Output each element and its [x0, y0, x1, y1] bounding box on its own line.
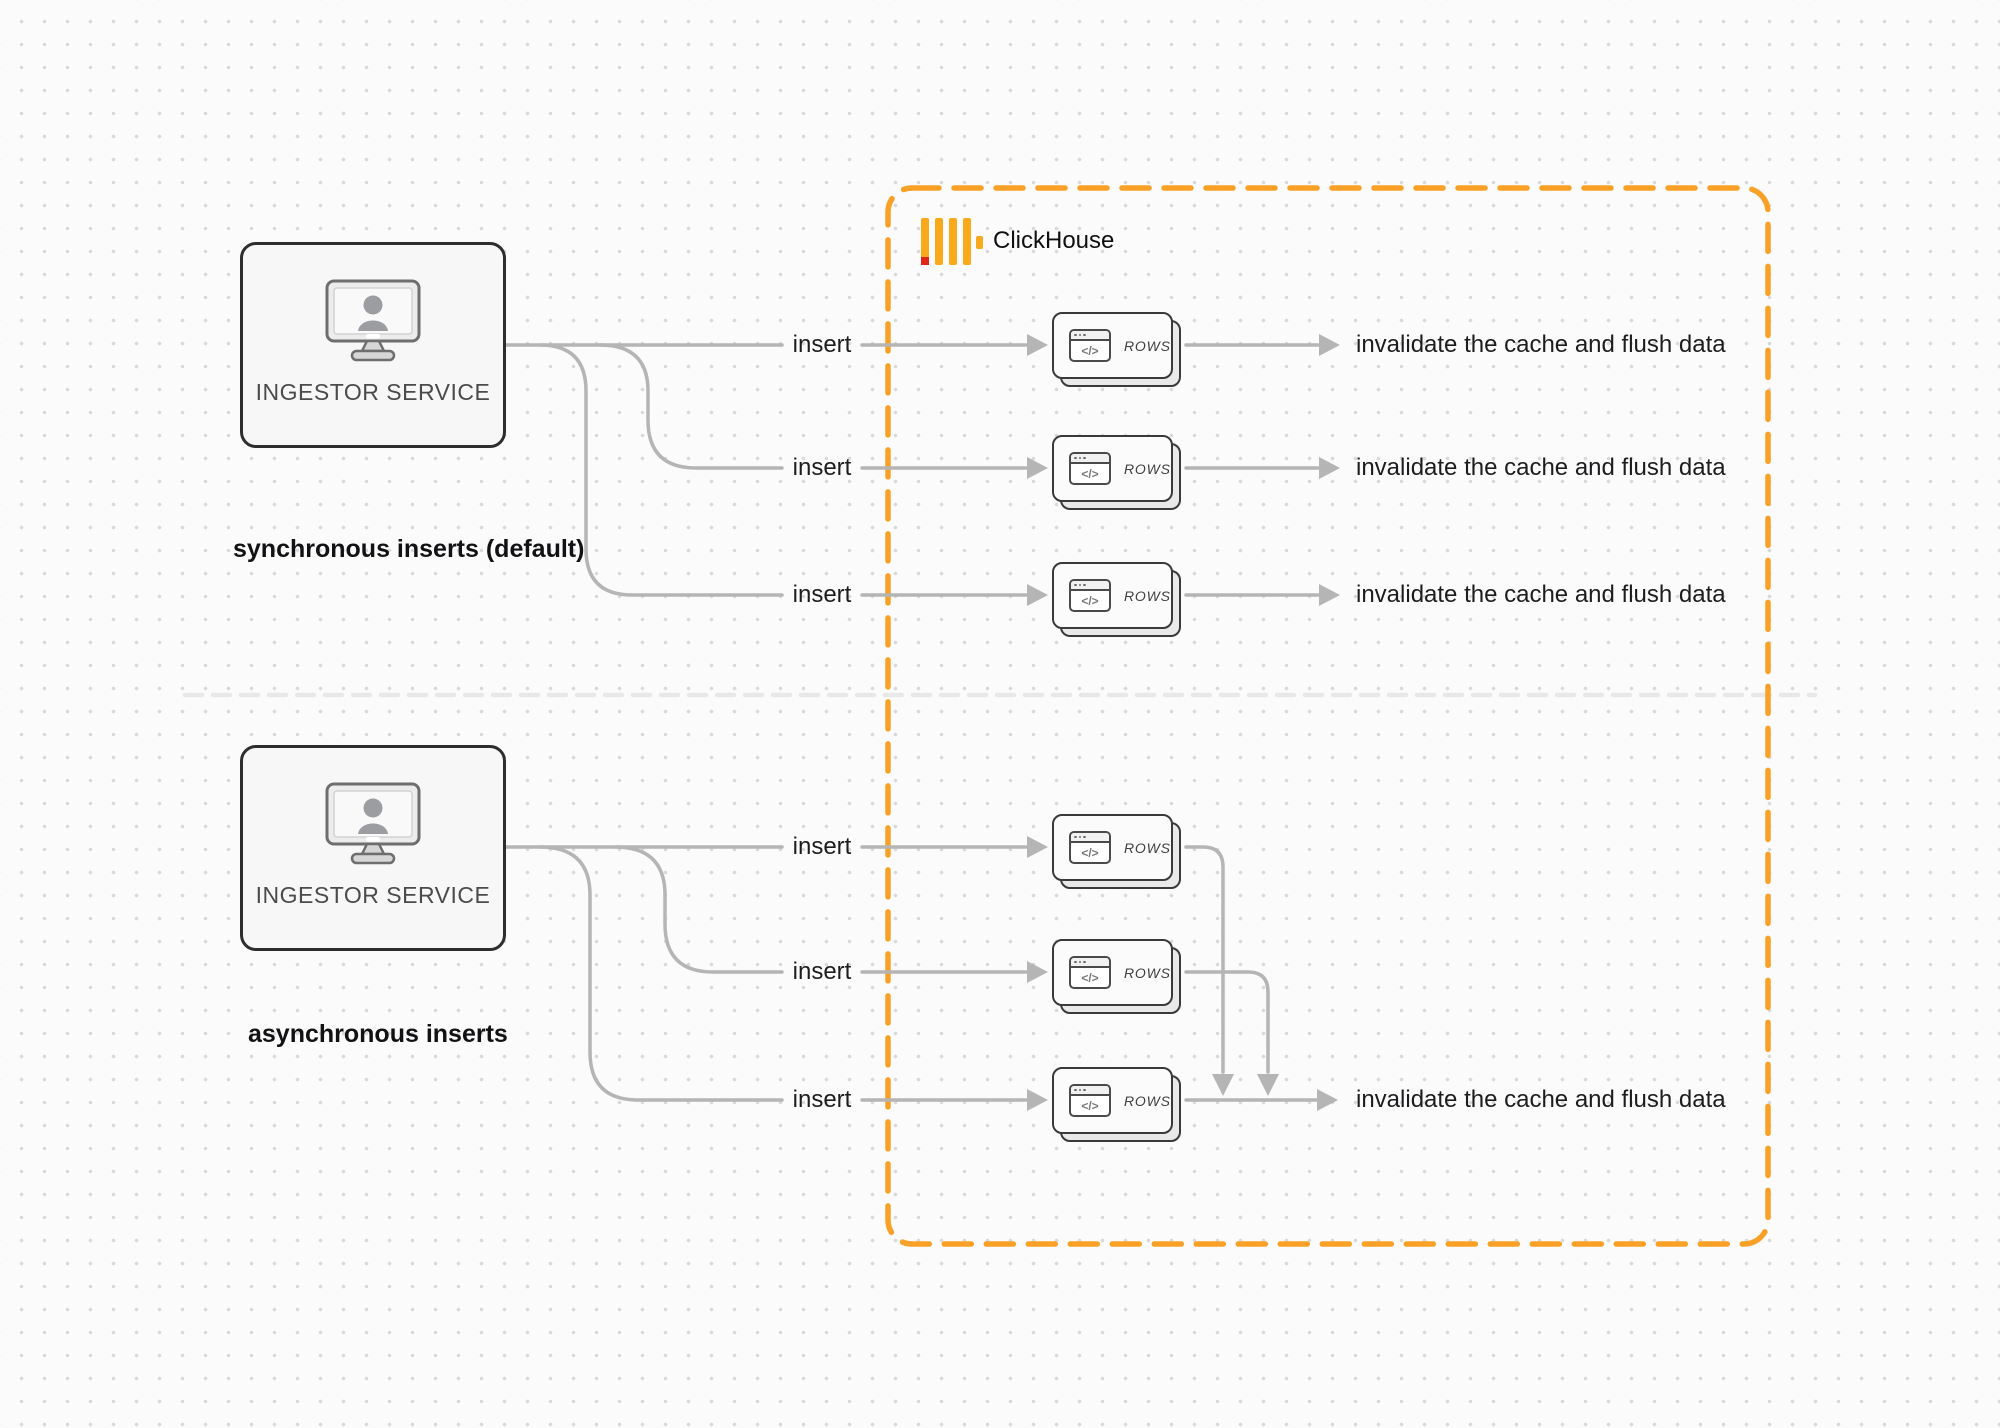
rows-card[interactable]: </> ROWS	[1052, 435, 1181, 510]
rows-card[interactable]: </> ROWS	[1052, 814, 1181, 889]
wire-async-merge-from-row1	[1184, 845, 1225, 1074]
ingestor-service-node-async[interactable]: INGESTOR SERVICE	[240, 745, 506, 951]
rows-card[interactable]: </> ROWS	[1052, 1067, 1181, 1142]
wire-async-branch-row3	[538, 845, 784, 1102]
rows-card[interactable]: </> ROWS	[1052, 312, 1181, 387]
rows-label: ROWS	[1124, 587, 1171, 604]
rows-label: ROWS	[1124, 964, 1171, 981]
code-window-icon: </>	[1069, 1084, 1111, 1117]
rows-card[interactable]: </> ROWS	[1052, 939, 1181, 1014]
code-window-icon: </>	[1069, 956, 1111, 989]
insert-label: insert	[792, 581, 852, 608]
clickhouse-logo-icon	[921, 218, 983, 265]
wire-sync-branch-row3	[538, 343, 784, 597]
arrowheads	[1027, 334, 1340, 1111]
invalidate-label: invalidate the cache and flush data	[1356, 331, 1726, 358]
insert-label: insert	[792, 454, 852, 481]
code-window-icon: </>	[1069, 831, 1111, 864]
invalidate-label: invalidate the cache and flush data	[1356, 454, 1726, 481]
clickhouse-container-box[interactable]	[885, 185, 1771, 1247]
wire-async-branch-row2	[613, 845, 784, 974]
wire-async-merge-from-row2	[1184, 970, 1270, 1074]
code-window-icon: </>	[1069, 452, 1111, 485]
rows-label: ROWS	[1124, 1092, 1171, 1109]
clickhouse-logo-red-accent	[921, 257, 929, 265]
monitor-user-icon	[325, 279, 421, 362]
ingestor-service-label: INGESTOR SERVICE	[255, 882, 491, 908]
ingestor-service-label: INGESTOR SERVICE	[255, 379, 491, 405]
insert-label: insert	[792, 1086, 852, 1113]
rows-label: ROWS	[1124, 337, 1171, 354]
monitor-user-icon	[325, 782, 421, 865]
insert-label: insert	[792, 331, 852, 358]
invalidate-label: invalidate the cache and flush data	[1356, 581, 1726, 608]
rows-label: ROWS	[1124, 460, 1171, 477]
sync-section-caption: synchronous inserts (default)	[233, 535, 585, 563]
clickhouse-title: ClickHouse	[993, 227, 1115, 254]
wire-sync-branch-row2	[598, 343, 784, 470]
insert-label: insert	[792, 833, 852, 860]
invalidate-label: invalidate the cache and flush data	[1356, 1086, 1726, 1113]
rows-card[interactable]: </> ROWS	[1052, 562, 1181, 637]
rows-label: ROWS	[1124, 839, 1171, 856]
async-section-caption: asynchronous inserts	[248, 1020, 508, 1048]
insert-label: insert	[792, 958, 852, 985]
ingestor-service-node-sync[interactable]: INGESTOR SERVICE	[240, 242, 506, 448]
code-window-icon: </>	[1069, 579, 1111, 612]
code-window-icon: </>	[1069, 329, 1111, 362]
